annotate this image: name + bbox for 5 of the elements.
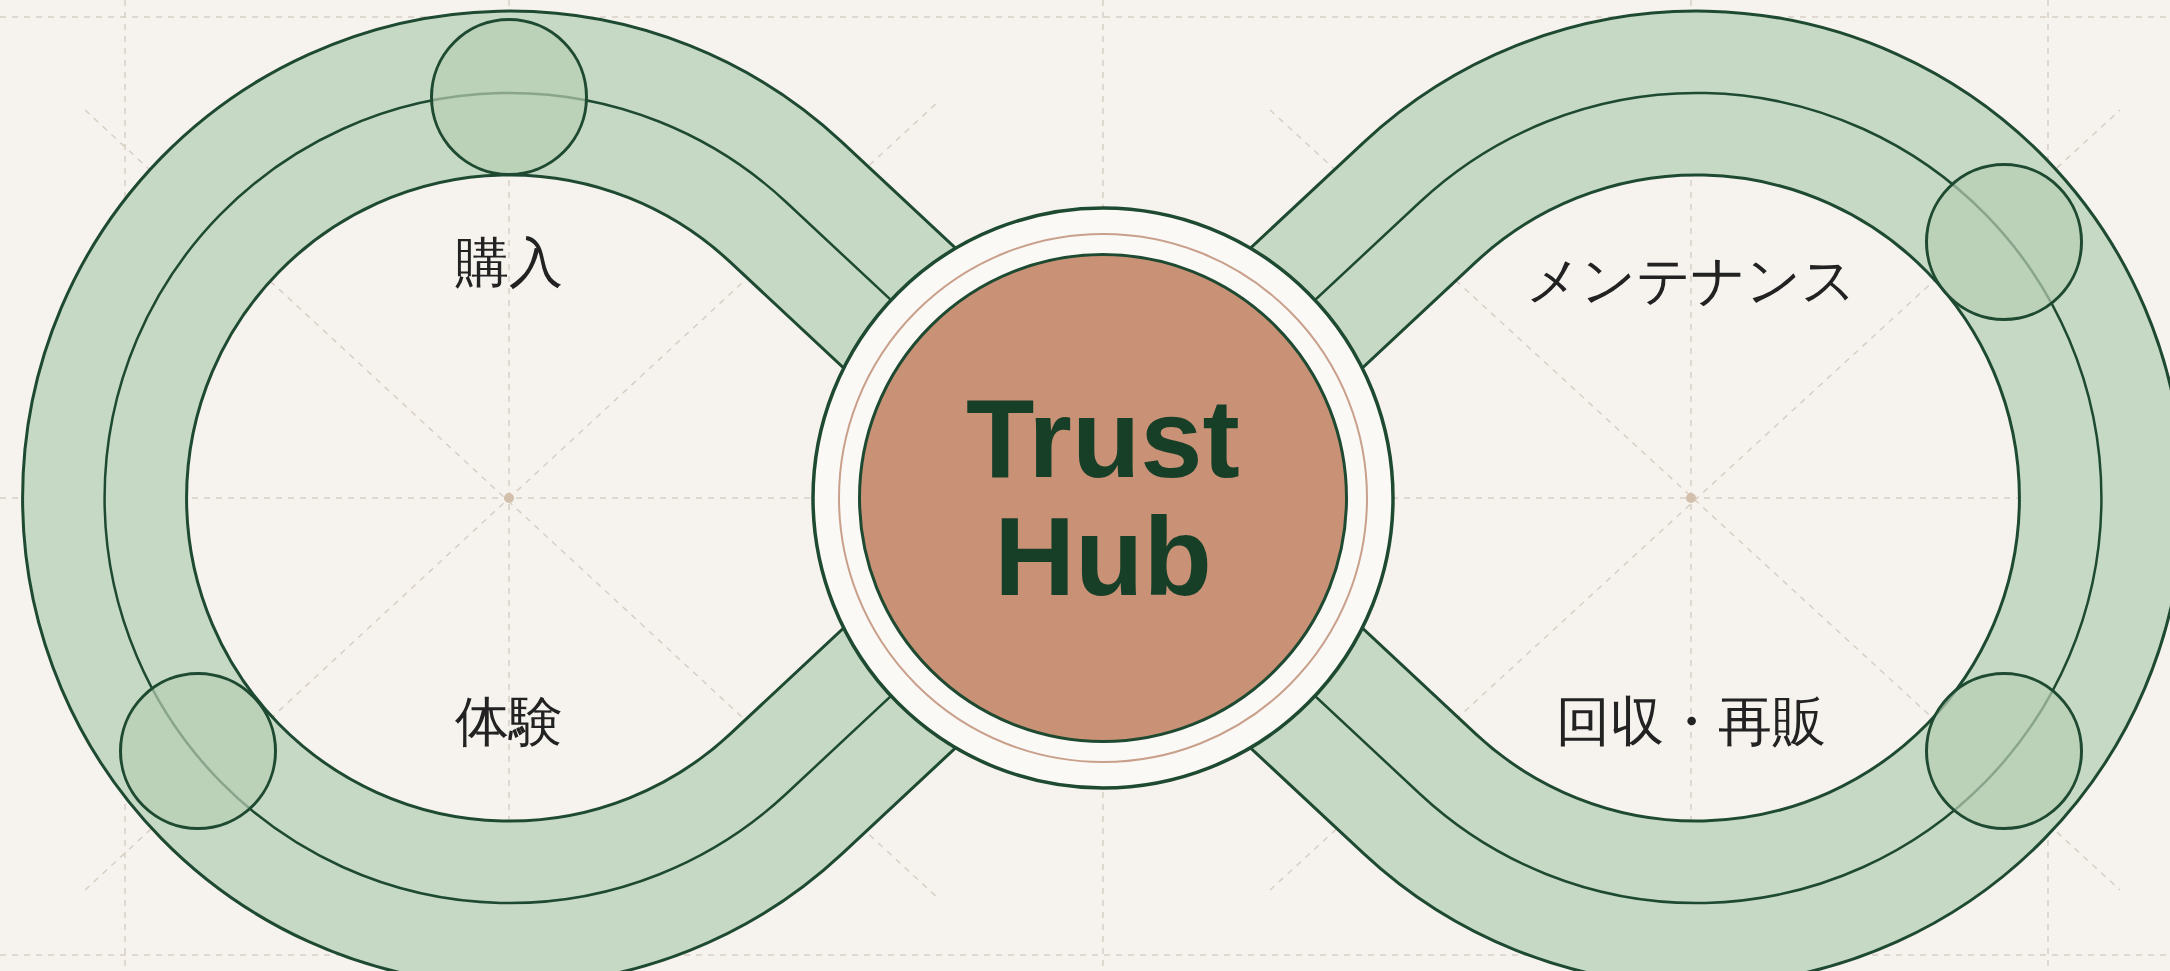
stage-label: 回収・再販 bbox=[1556, 695, 1826, 749]
stage-label: 購入 bbox=[455, 236, 563, 290]
hub-title: Trust Hub bbox=[965, 380, 1241, 616]
stage-label: 体験 bbox=[455, 695, 563, 749]
stage-label: メンテナンス bbox=[1526, 254, 1856, 308]
